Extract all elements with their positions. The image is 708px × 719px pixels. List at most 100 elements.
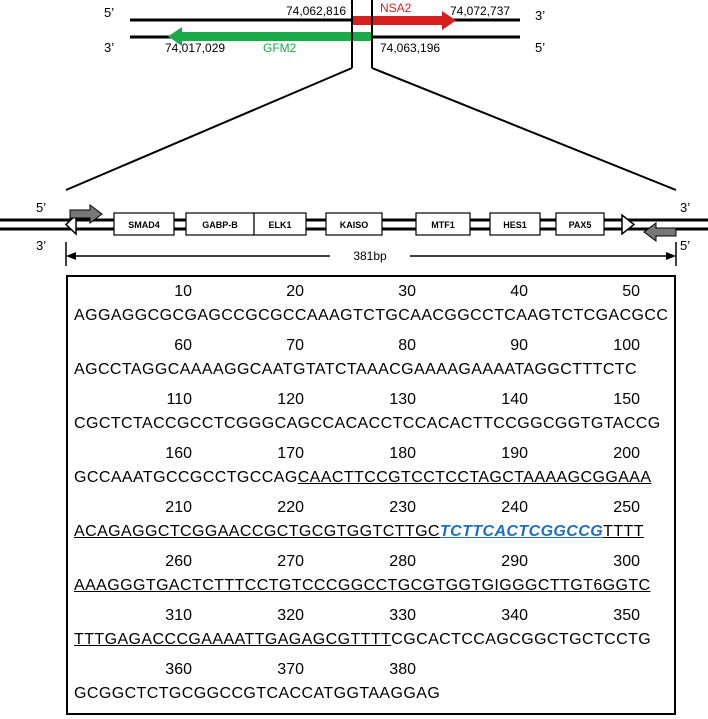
position-number: 340 <box>501 607 528 624</box>
tf-label-hes1: HES1 <box>503 220 527 230</box>
sequence-line: AGCCTAGGCAAAAGGCAATGTATCTAAACGAAAAGAAAAT… <box>74 361 637 379</box>
position-number-row: 60 70 80 90 100 <box>68 337 678 359</box>
position-number: 60 <box>174 337 192 354</box>
position-number: 380 <box>389 661 416 678</box>
position-number: 10 <box>174 283 192 300</box>
position-number-row: 310 320 330 340 350 <box>68 607 678 629</box>
left-open-arrow <box>64 213 77 236</box>
gfm2-end-label: 74,063,196 <box>380 41 440 55</box>
sequence-segment: GCCAAATGCCGCCTGCCAG <box>74 469 298 486</box>
position-number: 290 <box>501 553 528 570</box>
position-number: 100 <box>613 337 640 354</box>
position-number: 180 <box>389 445 416 462</box>
position-number: 120 <box>277 391 304 408</box>
position-number: 270 <box>277 553 304 570</box>
underlined-sequence-segment: TTTT <box>603 523 644 540</box>
position-number: 110 <box>166 391 192 408</box>
highlighted-sequence-segment: TCTTCACTCGGCCG <box>439 523 604 540</box>
sequence-segment: GCGGCTCTGCGGCCGTCACCATGGTAAGGAG <box>74 685 441 702</box>
region-right-3-label: 3’ <box>680 200 690 215</box>
gfm2-label: GFM2 <box>263 41 297 55</box>
nsa2-arrowhead <box>442 11 456 30</box>
position-number: 260 <box>165 553 192 570</box>
right-reverse-primer-arrow <box>643 222 677 242</box>
position-number: 220 <box>277 499 304 516</box>
length-label: 381bp <box>353 249 387 263</box>
tf-label-smad4: SMAD4 <box>128 220 160 230</box>
region-left-5-label: 5’ <box>36 200 46 215</box>
sequence-segment: AGCCTAGGCAAAAGGCAATGTATCTAAACGAAAAGAAAAT… <box>74 361 637 378</box>
position-number: 280 <box>389 553 416 570</box>
sequence-segment: CGCTCTACCGCCTCGGGCAGCCACACCTCCACACTTCCGG… <box>74 415 661 432</box>
position-number: 30 <box>398 283 416 300</box>
position-number: 140 <box>501 391 528 408</box>
position-number: 320 <box>277 607 304 624</box>
tf-box-gabp-b: GABP-B <box>185 212 255 236</box>
underlined-sequence-segment: AAAGGGTGACTCTTTCCTGTCCCGGCCTGCGTGGTGIGGG… <box>74 577 651 594</box>
underlined-sequence-segment: ACAGAGGCTCGGAACCGCTGCGTGGTCTTGC <box>74 523 440 540</box>
nsa2-start-label: 74,062,816 <box>286 4 346 18</box>
nsa2-bar <box>352 16 444 25</box>
position-number: 70 <box>286 337 304 354</box>
position-number: 350 <box>613 607 640 624</box>
position-number: 250 <box>613 499 640 516</box>
position-number: 210 <box>165 499 192 516</box>
position-number: 300 <box>613 553 640 570</box>
position-number: 370 <box>277 661 304 678</box>
length-arrowhead-left <box>66 252 76 260</box>
position-number: 240 <box>501 499 528 516</box>
zoom-fan-right <box>371 67 677 191</box>
position-number: 230 <box>389 499 416 516</box>
tf-box-hes1: HES1 <box>489 212 541 236</box>
nsa2-label: NSA2 <box>380 1 412 15</box>
position-number: 200 <box>613 445 640 462</box>
tf-box-kaiso: KAISO <box>325 212 383 236</box>
position-number: 310 <box>165 607 192 624</box>
sequence-line: ACAGAGGCTCGGAACCGCTGCGTGGTCTTGCTCTTCACTC… <box>74 523 644 541</box>
strand-top-5-label: 5’ <box>104 5 114 20</box>
tf-box-smad4: SMAD4 <box>113 212 175 236</box>
position-number: 90 <box>510 337 528 354</box>
strand-bot-5-label: 5’ <box>535 40 545 55</box>
position-number: 170 <box>277 445 304 462</box>
tf-label-pax5: PAX5 <box>569 220 592 230</box>
length-arrowhead-right <box>666 252 676 260</box>
position-number: 50 <box>622 283 640 300</box>
position-number: 80 <box>398 337 416 354</box>
gfm2-bar <box>182 32 372 41</box>
tf-box-mtf1: MTF1 <box>415 212 471 236</box>
position-number: 40 <box>510 283 528 300</box>
sequence-line: AAAGGGTGACTCTTTCCTGTCCCGGCCTGCGTGGTGIGGG… <box>74 577 651 595</box>
strand-bot-3-label: 3’ <box>104 40 114 55</box>
sequence-line: TTTGAGACCCGAAAATTGAGAGCGTTTTCGCACTCCAGCG… <box>74 631 651 649</box>
sequence-segment: AGGAGGCGCGAGCCGCGCCAAAGTCTGCAACGGCCTCAAG… <box>74 307 669 324</box>
gene-diagram: 5’ 3’ 3’ 5’ NSA2 74,062,816 74,072,737 G… <box>0 0 708 266</box>
sequence-line: GCCAAATGCCGCCTGCCAGCAACTTCCGTCCTCCTAGCTA… <box>74 469 651 487</box>
tf-label-gabp-b: GABP-B <box>202 220 238 230</box>
region-left-3-label: 3’ <box>36 238 46 253</box>
strand-top-3-label: 3’ <box>535 8 545 23</box>
tf-box-elk1: ELK1 <box>253 212 307 236</box>
sequence-line: AGGAGGCGCGAGCCGCGCCAAAGTCTGCAACGGCCTCAAG… <box>74 307 668 325</box>
underlined-sequence-segment: CAACTTCCGTCCTCCTAGCTAAAAGCGGAAA <box>297 469 652 486</box>
right-open-arrow <box>621 213 636 236</box>
tf-label-elk1: ELK1 <box>268 220 291 230</box>
gfm2-start-label: 74,017,029 <box>165 41 225 55</box>
nsa2-end-label: 74,072,737 <box>450 4 510 18</box>
gfm2-arrowhead <box>168 27 182 46</box>
position-number: 150 <box>613 391 640 408</box>
position-number: 190 <box>501 445 528 462</box>
tf-label-mtf1: MTF1 <box>431 220 455 230</box>
position-number-row: 260 270 280 290 300 <box>68 553 678 575</box>
left-forward-primer-arrow <box>69 204 103 224</box>
sequence-line: GCGGCTCTGCGGCCGTCACCATGGTAAGGAG <box>74 685 440 703</box>
position-number: 330 <box>389 607 416 624</box>
position-number-row: 210 220 230 240 250 <box>68 499 678 521</box>
zoom-fan-left <box>65 67 353 191</box>
sequence-line: CGCTCTACCGCCTCGGGCAGCCACACCTCCACACTTCCGG… <box>74 415 661 433</box>
